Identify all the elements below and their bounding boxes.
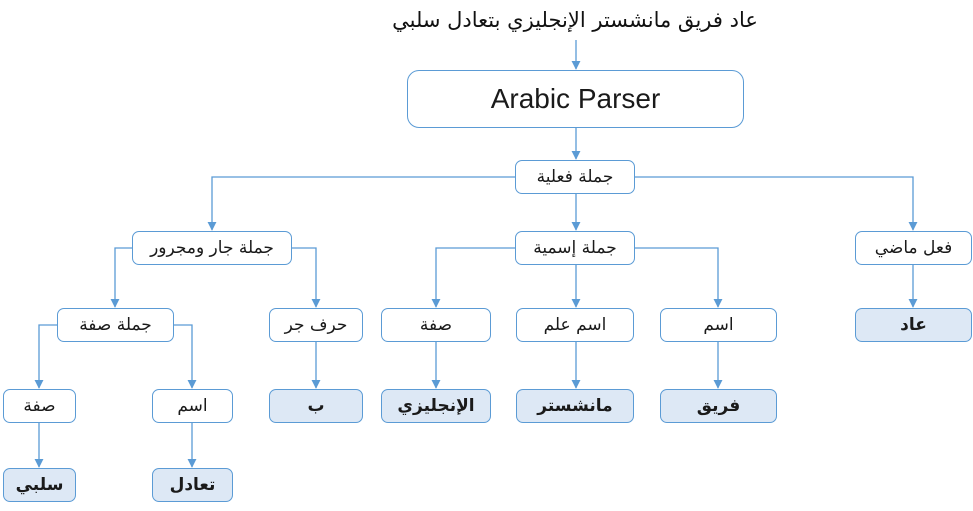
node-adjective: صفة	[381, 308, 491, 342]
input-sentence: عاد فريق مانشستر الإنجليزي بتعادل سلبي	[392, 8, 758, 32]
node-verbal-sentence: جملة فعلية	[515, 160, 635, 194]
node-adj-phrase: جملة صفة	[57, 308, 174, 342]
leaf-bi: ب	[269, 389, 363, 423]
node-noun-2: اسم	[152, 389, 233, 423]
node-prep-phrase: جملة جار ومجرور	[132, 231, 292, 265]
parser-node: Arabic Parser	[407, 70, 744, 128]
node-proper-noun: اسم علم	[516, 308, 634, 342]
leaf-negative: سلبي	[3, 468, 76, 502]
leaf-english: الإنجليزي	[381, 389, 491, 423]
node-preposition: حرف جر	[269, 308, 363, 342]
node-noun: اسم	[660, 308, 777, 342]
leaf-manchester: مانشستر	[516, 389, 634, 423]
leaf-team: فريق	[660, 389, 777, 423]
node-past-verb: فعل ماضي	[855, 231, 972, 265]
node-adjective-2: صفة	[3, 389, 76, 423]
leaf-draw: تعادل	[152, 468, 233, 502]
leaf-verb: عاد	[855, 308, 972, 342]
node-nominal-sentence: جملة إسمية	[515, 231, 635, 265]
